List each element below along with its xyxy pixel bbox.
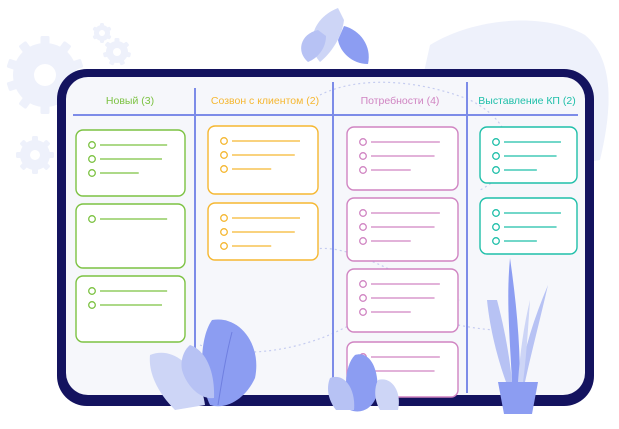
gear-tooth [40,104,50,114]
gear-tooth [122,41,129,49]
card-body [75,129,186,197]
kanban-card[interactable] [207,125,319,195]
card-bullet [88,301,96,309]
kanban-card[interactable] [75,275,186,343]
card-bullet [359,152,367,160]
card-bullet [88,287,96,295]
card-body [346,126,459,191]
card-bullet [492,237,500,245]
card-bullet [88,215,96,223]
card-bullet [492,223,500,231]
kanban-card[interactable] [75,203,186,269]
gear-tooth [124,51,131,58]
card-body [346,197,459,262]
gear-tooth [41,140,50,149]
card-bullet [220,165,228,173]
gear-tooth [109,58,116,66]
card-bullet [359,308,367,316]
column-title-needs: Потребности (4) [361,95,440,107]
card-bullet [220,137,228,145]
column-title-proposal: Выставление КП (2) [478,95,575,107]
gear-tooth [19,41,31,54]
kanban-card[interactable] [479,197,578,255]
column-title-call: Созвон с клиентом (2) [211,95,319,107]
cards-layer [75,125,578,398]
gear-tooth [6,59,19,70]
gear-tooth [40,36,50,46]
column-title-new: Новый (3) [106,95,154,107]
gear-tooth [114,38,120,44]
card-body [75,275,186,343]
gear-tooth [105,34,112,40]
kanban-card[interactable] [346,197,459,262]
card-bullet [492,152,500,160]
card-body [479,197,578,255]
card-body [75,203,186,269]
leaf-top [301,8,369,64]
gear-tooth [92,26,99,32]
card-bullet [359,223,367,231]
card-bullet [359,166,367,174]
card-bullet [220,242,228,250]
gear-tooth [19,96,31,109]
card-bullet [492,209,500,217]
kanban-card[interactable] [207,202,319,261]
card-bullet [88,169,96,177]
plant-middle [328,354,399,412]
gear-tooth [105,41,112,49]
gear-tooth [92,34,99,40]
gear-tooth [59,41,71,54]
gear-tooth [16,152,23,158]
gear-holes [30,30,121,160]
plant-right-pot [487,258,548,414]
kanban-card[interactable] [346,268,459,333]
gear-tooth [32,167,38,174]
column-dividers [194,82,468,393]
plant-pot [498,382,538,414]
card-body [207,125,319,195]
card-bullet [359,209,367,217]
gear-tooth [100,38,104,43]
card-body [479,126,578,184]
kanban-card[interactable] [346,126,459,191]
gear-tooth [6,80,19,91]
gear-tooth [20,140,29,149]
card-bullet [220,151,228,159]
gear-tooth [32,136,38,143]
plant-left [149,319,257,410]
card-bullet [359,294,367,302]
card-bullet [359,237,367,245]
card-bullet [359,280,367,288]
kanban-card[interactable] [479,126,578,184]
card-bullet [359,138,367,146]
card-bullet [88,141,96,149]
card-body [346,268,459,333]
card-bullet [220,214,228,222]
gear-tooth [105,26,112,32]
gear-tooth [100,23,104,28]
gear-tooth [71,59,84,70]
gear-tooth [118,58,125,66]
gear-tooth [41,161,50,170]
card-bullet [88,155,96,163]
gear-tooth [103,51,110,58]
gear-tooth [20,161,29,170]
kanban-card[interactable] [75,129,186,197]
card-bullet [492,138,500,146]
card-bullet [220,228,228,236]
card-bullet [492,166,500,174]
gear-tooth [47,152,54,158]
